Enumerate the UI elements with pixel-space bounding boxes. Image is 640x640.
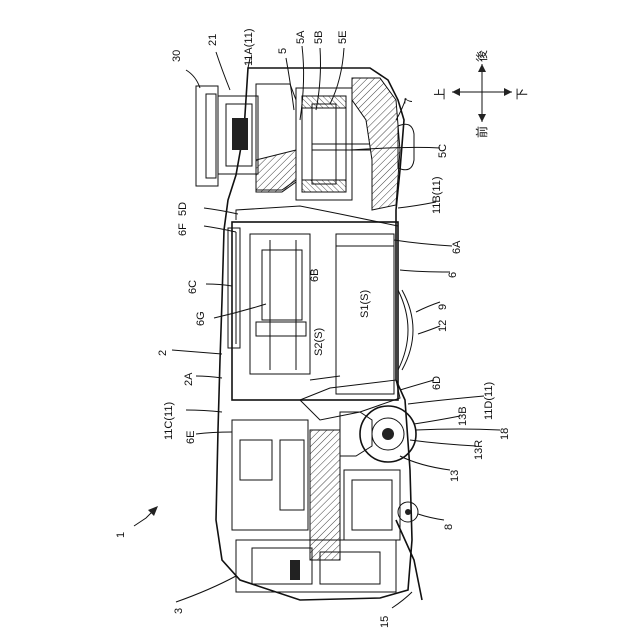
label-5E: 5E	[338, 31, 349, 44]
label-13: 13	[450, 470, 461, 482]
direction-front: 前	[476, 126, 488, 138]
wheel-8	[398, 502, 418, 522]
label-S1: S1(S)	[360, 290, 371, 318]
label-11A: 11A(11)	[244, 28, 255, 66]
gear-wheel	[398, 290, 413, 370]
label-13R: 13R	[474, 440, 485, 460]
label-13B: 13B	[458, 406, 469, 426]
duct	[300, 376, 400, 420]
label-15: 15	[380, 616, 391, 628]
direction-back: 後	[476, 50, 488, 62]
label-5C: 5C	[438, 144, 449, 158]
label-2: 2	[158, 350, 169, 356]
label-2A: 2A	[184, 373, 195, 386]
label-11D: 11D(11)	[484, 382, 495, 420]
label-5A: 5A	[296, 31, 307, 44]
arrow-1	[134, 512, 152, 526]
brush-roller	[340, 406, 416, 462]
label-18: 18	[500, 428, 511, 440]
label-6B: 6B	[310, 269, 321, 282]
dust-case	[232, 206, 398, 400]
label-6G: 6G	[196, 311, 207, 326]
label-S2: S2(S)	[314, 328, 325, 356]
label-9: 9	[438, 304, 449, 310]
label-6C: 6C	[188, 280, 199, 294]
label-11B: 11B(11)	[432, 176, 443, 214]
label-7: 7	[404, 98, 415, 104]
label-6F: 6F	[178, 223, 189, 236]
direction-indicator	[452, 64, 512, 122]
direction-up: 上	[434, 88, 446, 100]
label-5B: 5B	[314, 31, 325, 44]
direction-down: 下	[516, 88, 528, 100]
label-30: 30	[172, 50, 183, 62]
label-6E: 6E	[186, 431, 197, 444]
filter-strip	[228, 228, 240, 348]
label-5: 5	[278, 48, 289, 54]
label-12: 12	[438, 320, 449, 332]
label-5D: 5D	[178, 202, 189, 216]
lower-mechanism	[232, 420, 400, 592]
label-6: 6	[448, 272, 459, 278]
label-6D: 6D	[432, 376, 443, 390]
label-11C: 11C(11)	[164, 402, 175, 440]
label-8: 8	[444, 524, 455, 530]
label-6A: 6A	[452, 241, 463, 254]
label-1: 1	[116, 532, 127, 538]
label-3: 3	[174, 608, 185, 614]
label-21: 21	[208, 34, 219, 46]
